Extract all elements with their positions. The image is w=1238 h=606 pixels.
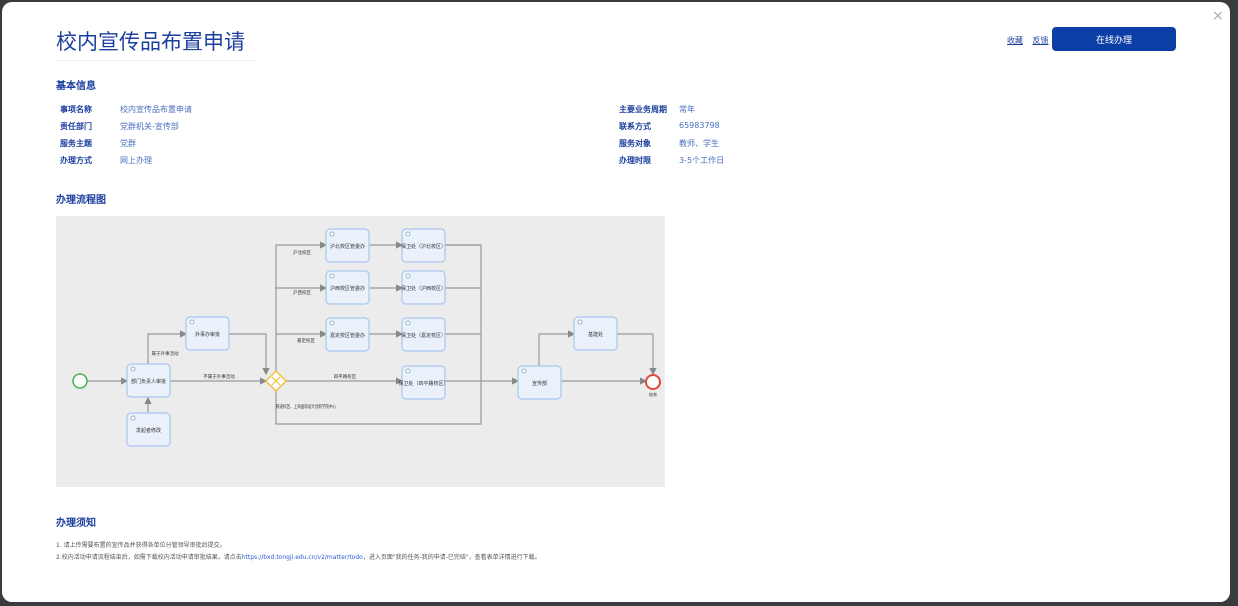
- end-label: 结束: [649, 391, 657, 397]
- flow-heading: 办理流程图: [56, 195, 106, 206]
- close-icon[interactable]: ×: [1212, 8, 1224, 24]
- user-task-hx: [325, 270, 370, 305]
- user-icon: [329, 320, 335, 326]
- user-icon: [189, 319, 195, 325]
- user-icon: [130, 415, 136, 421]
- flow-edge: [275, 241, 328, 371]
- info-value: 常年: [679, 105, 695, 114]
- info-row: 联系方式 65983798: [619, 121, 720, 132]
- user-task-jj: [573, 316, 618, 351]
- note-1: 1. 请上传需要布置的宣传品并获得各单位分管领导审批后提交。: [56, 542, 226, 549]
- basic-info-heading: 基本信息: [56, 81, 96, 92]
- info-value: 党群机关-宣传部: [120, 122, 179, 131]
- edge-label: 属于外事活动: [152, 350, 179, 357]
- feedback-link[interactable]: 反馈: [1032, 36, 1049, 45]
- task-label: 发起者修改: [136, 427, 161, 434]
- flow-edge: [147, 330, 188, 364]
- info-value: 网上办理: [120, 156, 152, 165]
- info-label: 服务主题: [60, 139, 92, 148]
- notes: 1. 请上传需要布置的宣传品并获得各单位分管领导审批后提交。 2.校内活动申请流…: [56, 540, 541, 564]
- info-label: 办理方式: [60, 156, 92, 165]
- task-label: 保卫处（沪北校区）: [401, 243, 446, 250]
- user-icon: [405, 368, 411, 374]
- user-icon: [329, 273, 335, 279]
- edge-label: 不属于外事活动: [203, 373, 235, 380]
- info-label: 服务对象: [619, 139, 651, 148]
- user-task-xcb: [517, 365, 562, 400]
- task-label: 沪北校区管委办: [330, 243, 365, 250]
- info-value: 65983798: [679, 121, 720, 130]
- info-row: 事项名称 校内宣传品布置申请: [60, 104, 192, 115]
- user-icon: [405, 231, 411, 237]
- user-task-bw_jd: [401, 317, 446, 352]
- edge-label: 沪西校区: [293, 289, 311, 296]
- info-label: 办理时限: [619, 156, 651, 165]
- apply-online-button[interactable]: 在线办理: [1052, 27, 1176, 51]
- info-row: 主要业务周期 常年: [619, 104, 695, 115]
- info-value: 校内宣传品布置申请: [120, 105, 192, 114]
- info-row: 责任部门 党群机关-宣传部: [60, 121, 179, 132]
- user-task-dept: [126, 363, 171, 398]
- flow-chart-svg: 部门负责人审批发起者修改外事办审批沪北校区管委办沪西校区管委办嘉定校区管委办保卫…: [72, 228, 661, 447]
- end-event: [645, 374, 661, 390]
- task-label: 保卫处（嘉定校区）: [401, 332, 446, 339]
- flow-diagram: 部门负责人审批发起者修改外事办审批沪北校区管委办沪西校区管委办嘉定校区管委办保卫…: [56, 216, 665, 487]
- edge-label: 铁道校区、上海国际设计创新学院中心: [276, 403, 336, 410]
- favorite-link[interactable]: 收藏: [1007, 36, 1023, 45]
- note-2: 2.校内活动申请流程结束后，如需下载校内活动申请审批结果，请点击https://…: [56, 552, 541, 564]
- notes-heading: 办理须知: [56, 518, 96, 529]
- task-label: 嘉定校区管委办: [330, 332, 365, 339]
- info-label: 事项名称: [60, 105, 92, 114]
- task-label: 沪西校区管委办: [330, 285, 365, 292]
- note-2-text-end: ，进入页面"我的任务-我的申请-已完结"，查看表单详情进行下载。: [362, 554, 541, 561]
- info-row: 办理时限 3-5个工作日: [619, 155, 724, 166]
- start-event: [72, 373, 88, 389]
- user-icon: [577, 319, 583, 325]
- info-label: 责任部门: [60, 122, 92, 131]
- task-label: 保卫处（沪西校区）: [401, 285, 446, 292]
- info-row: 服务主题 党群: [60, 138, 136, 149]
- user-task-bw_hb: [401, 228, 446, 263]
- user-icon: [329, 231, 335, 237]
- info-value: 党群: [120, 139, 136, 148]
- gateway-x-icon: [271, 376, 281, 386]
- user-icon: [405, 320, 411, 326]
- info-label: 联系方式: [619, 122, 651, 131]
- user-task-hb: [325, 228, 370, 263]
- page-title: 校内宣传品布置申请: [56, 26, 258, 61]
- task-label: 基建处: [588, 331, 603, 338]
- header-links: 收藏 反馈: [1007, 35, 1056, 46]
- task-label: 外事办审批: [195, 331, 220, 338]
- user-task-initiator: [126, 412, 171, 447]
- edge-label: 嘉定校区: [297, 337, 315, 344]
- task-label: 保卫处（四平路校区）: [398, 380, 448, 387]
- task-label: 部门负责人审批: [131, 378, 166, 385]
- edge-label: 四平路校区: [334, 373, 357, 380]
- task-label: 宣传部: [532, 380, 547, 387]
- info-value: 教师、学生: [679, 139, 719, 148]
- note-2-text: 2.校内活动申请流程结束后，如需下载校内活动申请审批结果，请点击: [56, 554, 242, 561]
- user-task-bw_hx: [401, 270, 446, 305]
- todo-link[interactable]: https://bxd.tongji.edu.cn/v2/matter/todo: [241, 554, 363, 561]
- info-value: 3-5个工作日: [679, 156, 725, 165]
- flow-edge: [616, 333, 657, 376]
- user-task-bw_sp: [401, 365, 446, 400]
- user-task-foreign: [185, 316, 230, 351]
- user-icon: [521, 368, 527, 374]
- flow-edge: [538, 330, 576, 366]
- edge-label: 沪北校区: [293, 249, 311, 256]
- user-icon: [405, 273, 411, 279]
- info-row: 办理方式 网上办理: [60, 155, 152, 166]
- info-label: 主要业务周期: [619, 105, 667, 114]
- user-icon: [130, 366, 136, 372]
- user-task-jd: [325, 317, 370, 352]
- flow-edge: [229, 333, 270, 376]
- info-row: 服务对象 教师、学生: [619, 138, 719, 149]
